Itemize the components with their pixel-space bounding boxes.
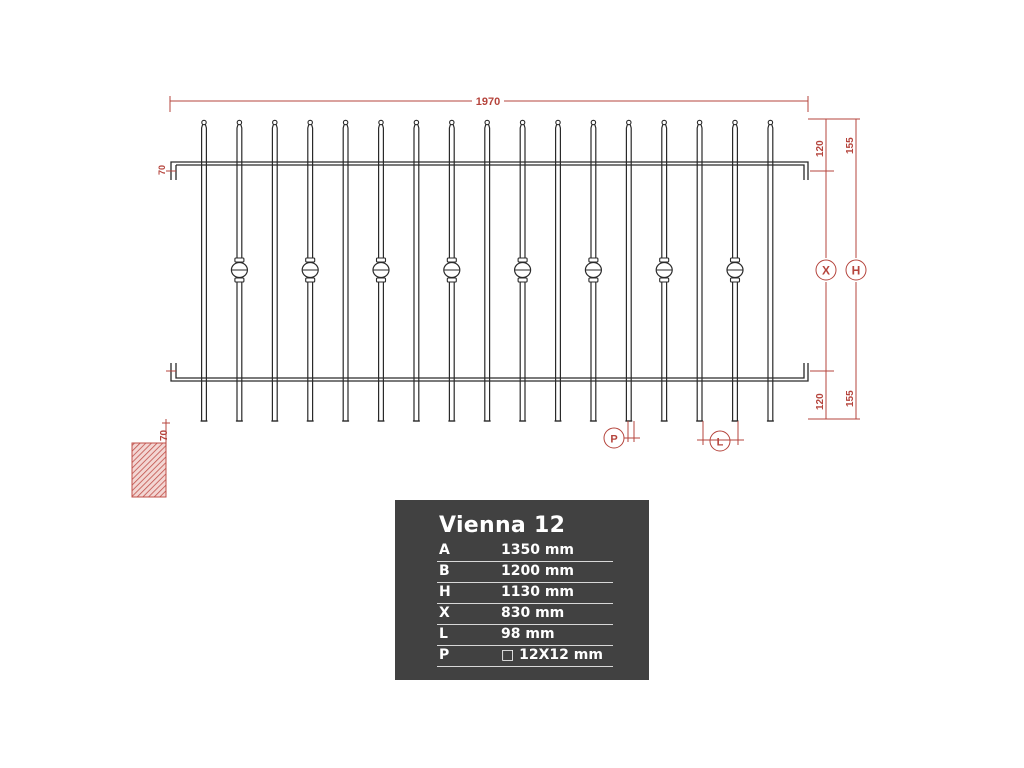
spec-card: Vienna 12 A 1350 mm B 1200 mm H 1130 mm … bbox=[395, 500, 649, 680]
spec-key: X bbox=[439, 605, 450, 621]
vertical-bar bbox=[412, 119, 420, 422]
vertical-bar bbox=[726, 119, 744, 422]
bar-collar bbox=[301, 257, 319, 283]
top-offset-label: 120 bbox=[815, 140, 826, 157]
bar-profile-callout bbox=[603, 421, 640, 449]
bottom-offset-total-label: 155 bbox=[845, 390, 856, 407]
callout-h: H bbox=[852, 264, 861, 278]
vertical-bar bbox=[766, 119, 774, 422]
wall-depth-label: 70 bbox=[159, 429, 170, 441]
vertical-bar bbox=[342, 119, 350, 422]
spec-row-x: X 830 mm bbox=[437, 604, 613, 625]
vertical-bar bbox=[513, 119, 532, 422]
top-offset-total-label: 155 bbox=[845, 137, 856, 154]
vertical-bar bbox=[554, 119, 562, 422]
spec-table: A 1350 mm B 1200 mm H 1130 mm X 830 mm L… bbox=[437, 541, 613, 667]
bar-collar bbox=[655, 257, 673, 283]
spec-key: P bbox=[439, 647, 450, 663]
bar-collar bbox=[230, 257, 248, 283]
bar-collar bbox=[584, 257, 603, 283]
svg-text:70: 70 bbox=[157, 165, 167, 175]
callout-x: X bbox=[822, 264, 830, 278]
spec-value: 1350 mm bbox=[501, 542, 575, 558]
spec-row-p: P □ 12X12 mm bbox=[437, 646, 613, 667]
vertical-bar bbox=[625, 119, 633, 422]
spec-value: 1200 mm bbox=[501, 563, 575, 579]
spec-row-l: L 98 mm bbox=[437, 625, 613, 646]
vertical-bar bbox=[200, 119, 208, 422]
vertical-bar bbox=[443, 119, 461, 422]
vertical-bars bbox=[200, 119, 774, 422]
wall-section bbox=[131, 442, 167, 498]
spec-key: A bbox=[439, 542, 450, 558]
spec-value: 830 mm bbox=[501, 605, 565, 621]
spec-key: L bbox=[439, 626, 448, 642]
vertical-bar bbox=[301, 119, 319, 422]
spec-key: B bbox=[439, 563, 450, 579]
vertical-bar bbox=[483, 119, 491, 422]
spec-value: 1130 mm bbox=[501, 584, 575, 600]
bar-collar bbox=[443, 257, 461, 283]
left-anchor-marks bbox=[166, 170, 176, 372]
bar-collar bbox=[726, 257, 744, 283]
vertical-bar bbox=[584, 119, 603, 422]
callout-p: P bbox=[610, 434, 617, 446]
bar-spacing-callout bbox=[697, 421, 744, 452]
vertical-bar bbox=[372, 119, 390, 422]
product-title: Vienna 12 bbox=[439, 513, 566, 538]
bar-collar bbox=[372, 257, 390, 283]
top-rail bbox=[170, 161, 809, 180]
spec-row-h: H 1130 mm bbox=[437, 583, 613, 604]
vertical-bar bbox=[696, 119, 704, 422]
height-dimensions bbox=[808, 118, 867, 420]
width-dimension-label: 1970 bbox=[476, 96, 500, 108]
spec-row-a: A 1350 mm bbox=[437, 541, 613, 562]
bar-collar bbox=[513, 257, 532, 283]
vertical-bar bbox=[230, 119, 248, 422]
spec-row-b: B 1200 mm bbox=[437, 562, 613, 583]
vertical-bar bbox=[271, 119, 279, 422]
spec-value: 98 mm bbox=[501, 626, 555, 642]
spec-value: □ 12X12 mm bbox=[501, 647, 603, 663]
callout-l: L bbox=[717, 437, 724, 449]
vertical-bar bbox=[655, 119, 673, 422]
spec-key: H bbox=[439, 584, 451, 600]
bottom-offset-label: 120 bbox=[815, 393, 826, 410]
